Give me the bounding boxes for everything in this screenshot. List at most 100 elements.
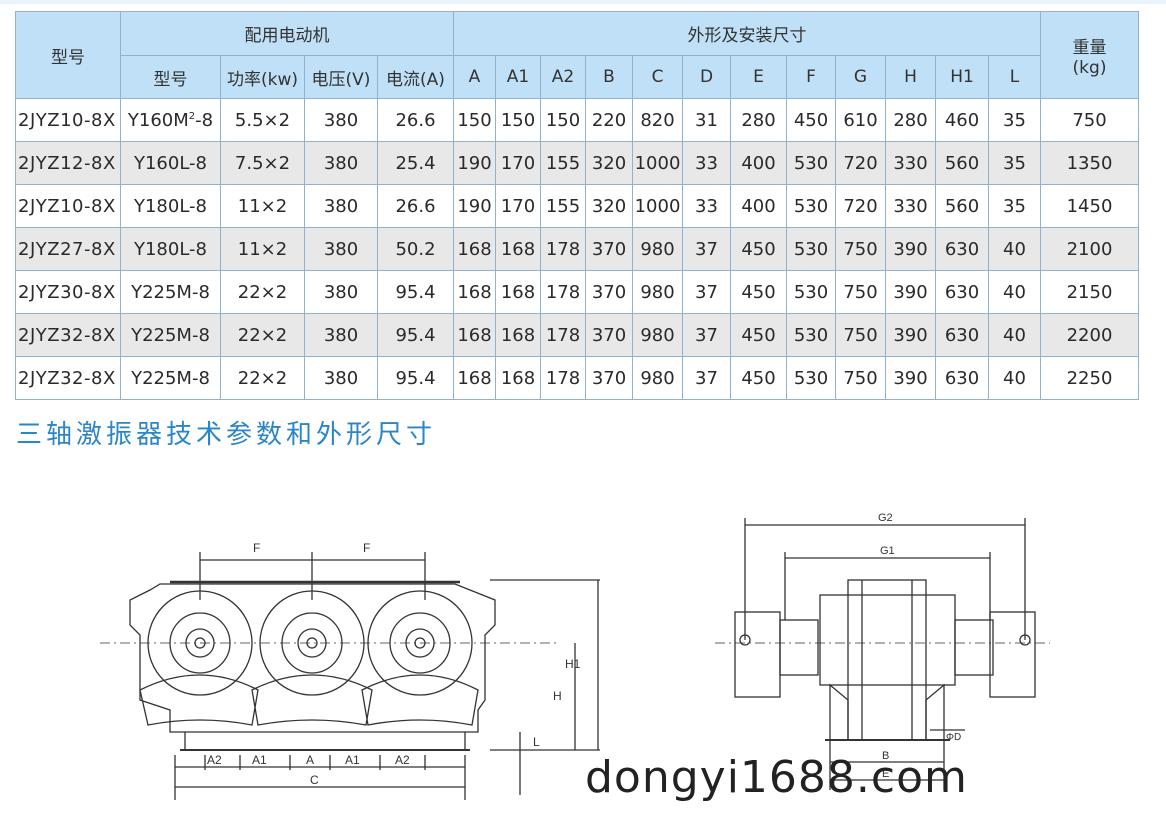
cell-dim: 220 [585, 98, 633, 142]
dim-col-header: L [988, 55, 1041, 99]
cell-power: 11×2 [220, 227, 305, 271]
cell-voltage: 380 [304, 98, 378, 142]
dim-col-header: H1 [935, 55, 989, 99]
cell-dim: 178 [540, 270, 586, 314]
cell-dim: 530 [786, 141, 836, 185]
dim-a2-right: A2 [395, 753, 410, 767]
cell-dim: 168 [453, 313, 496, 357]
cell-dim: 610 [835, 98, 886, 142]
wheel-left [139, 590, 259, 726]
motor-type: Y160L-8 [133, 152, 207, 174]
cell-dim: 370 [585, 356, 633, 400]
cell-dim: 630 [935, 356, 989, 400]
motor-suffix: -8 [195, 109, 214, 131]
cell-dim: 1000 [632, 184, 683, 228]
cell-motor: Y160L-8 [120, 141, 221, 185]
col-weight-header: 重量 (kg) [1040, 11, 1139, 99]
motor-col-header: 功率(kw) [220, 55, 305, 99]
cell-voltage: 380 [304, 141, 378, 185]
cell-dim: 31 [682, 98, 731, 142]
cell-dim: 37 [682, 227, 731, 271]
weight-label: 重量 [1072, 37, 1107, 58]
cell-weight: 1450 [1040, 184, 1139, 228]
cell-current: 26.6 [377, 184, 454, 228]
motor-type: Y180L-8 [133, 238, 207, 260]
cell-dim: 320 [585, 184, 633, 228]
cell-dim: 178 [540, 227, 586, 271]
cell-model: 2JYZ10-8X [15, 184, 121, 228]
dim-g1: G1 [880, 545, 895, 557]
cell-model: 2JYZ27-8X [15, 227, 121, 271]
dim-b: B [882, 750, 889, 762]
cell-model: 2JYZ10-8X [15, 98, 121, 142]
dim-a1-left: A1 [252, 753, 267, 767]
cell-weight: 2250 [1040, 356, 1139, 400]
cell-current: 25.4 [377, 141, 454, 185]
cell-voltage: 380 [304, 313, 378, 357]
cell-dim: 450 [730, 270, 787, 314]
cell-dim: 530 [786, 313, 836, 357]
cell-dim: 170 [495, 184, 541, 228]
cell-power: 22×2 [220, 270, 305, 314]
cell-power: 5.5×2 [220, 98, 305, 142]
cell-dim: 450 [730, 227, 787, 271]
cell-power: 7.5×2 [220, 141, 305, 185]
cell-dim: 400 [730, 184, 787, 228]
cell-dim: 40 [988, 356, 1041, 400]
cell-voltage: 380 [304, 227, 378, 271]
cell-dim: 530 [786, 270, 836, 314]
dim-h1: H1 [565, 657, 581, 671]
dim-col-header: C [632, 55, 683, 99]
cell-model: 2JYZ32-8X [15, 313, 121, 357]
cell-dim: 820 [632, 98, 683, 142]
top-rule [0, 0, 1166, 4]
cell-dim: 460 [935, 98, 989, 142]
dim-col-header: A [453, 55, 496, 99]
cell-dim: 530 [786, 356, 836, 400]
cell-power: 11×2 [220, 184, 305, 228]
dim-col-header: D [682, 55, 731, 99]
wheel-right [361, 590, 479, 726]
motor-col-header: 电压(V) [304, 55, 378, 99]
side-view-drawing: G2 G1 B E ΦD [715, 512, 1050, 790]
cell-dim: 280 [885, 98, 936, 142]
cell-weight: 2150 [1040, 270, 1139, 314]
cell-dim: 530 [786, 184, 836, 228]
cell-weight: 2200 [1040, 313, 1139, 357]
section-title: 三轴激振器技术参数和外形尺寸 [16, 420, 437, 450]
cell-weight: 750 [1040, 98, 1139, 142]
cell-dim: 980 [632, 356, 683, 400]
dim-a2-left: A2 [207, 753, 222, 767]
group-dims-header: 外形及安装尺寸 [453, 11, 1041, 56]
dim-col-header: F [786, 55, 836, 99]
cell-dim: 370 [585, 313, 633, 357]
cell-dim: 980 [632, 270, 683, 314]
cell-weight: 1350 [1040, 141, 1139, 185]
dim-f-left: F [253, 541, 260, 555]
cell-dim: 168 [495, 313, 541, 357]
cell-dim: 390 [885, 356, 936, 400]
cell-dim: 190 [453, 141, 496, 185]
motor-type: Y225M-8 [131, 324, 210, 346]
cell-dim: 560 [935, 184, 989, 228]
cell-weight: 2100 [1040, 227, 1139, 271]
cell-dim: 630 [935, 270, 989, 314]
cell-dim: 630 [935, 313, 989, 357]
cell-dim: 190 [453, 184, 496, 228]
cell-dim: 33 [682, 184, 731, 228]
cell-dim: 980 [632, 227, 683, 271]
cell-dim: 150 [453, 98, 496, 142]
motor-type: Y225M-8 [131, 367, 210, 389]
motor-type: Y160M [127, 109, 189, 131]
cell-dim: 35 [988, 98, 1041, 142]
cell-dim: 370 [585, 227, 633, 271]
cell-model: 2JYZ12-8X [15, 141, 121, 185]
cell-dim: 33 [682, 141, 731, 185]
motor-superscript: 2 [188, 110, 196, 122]
cell-dim: 400 [730, 141, 787, 185]
cell-dim: 37 [682, 356, 731, 400]
